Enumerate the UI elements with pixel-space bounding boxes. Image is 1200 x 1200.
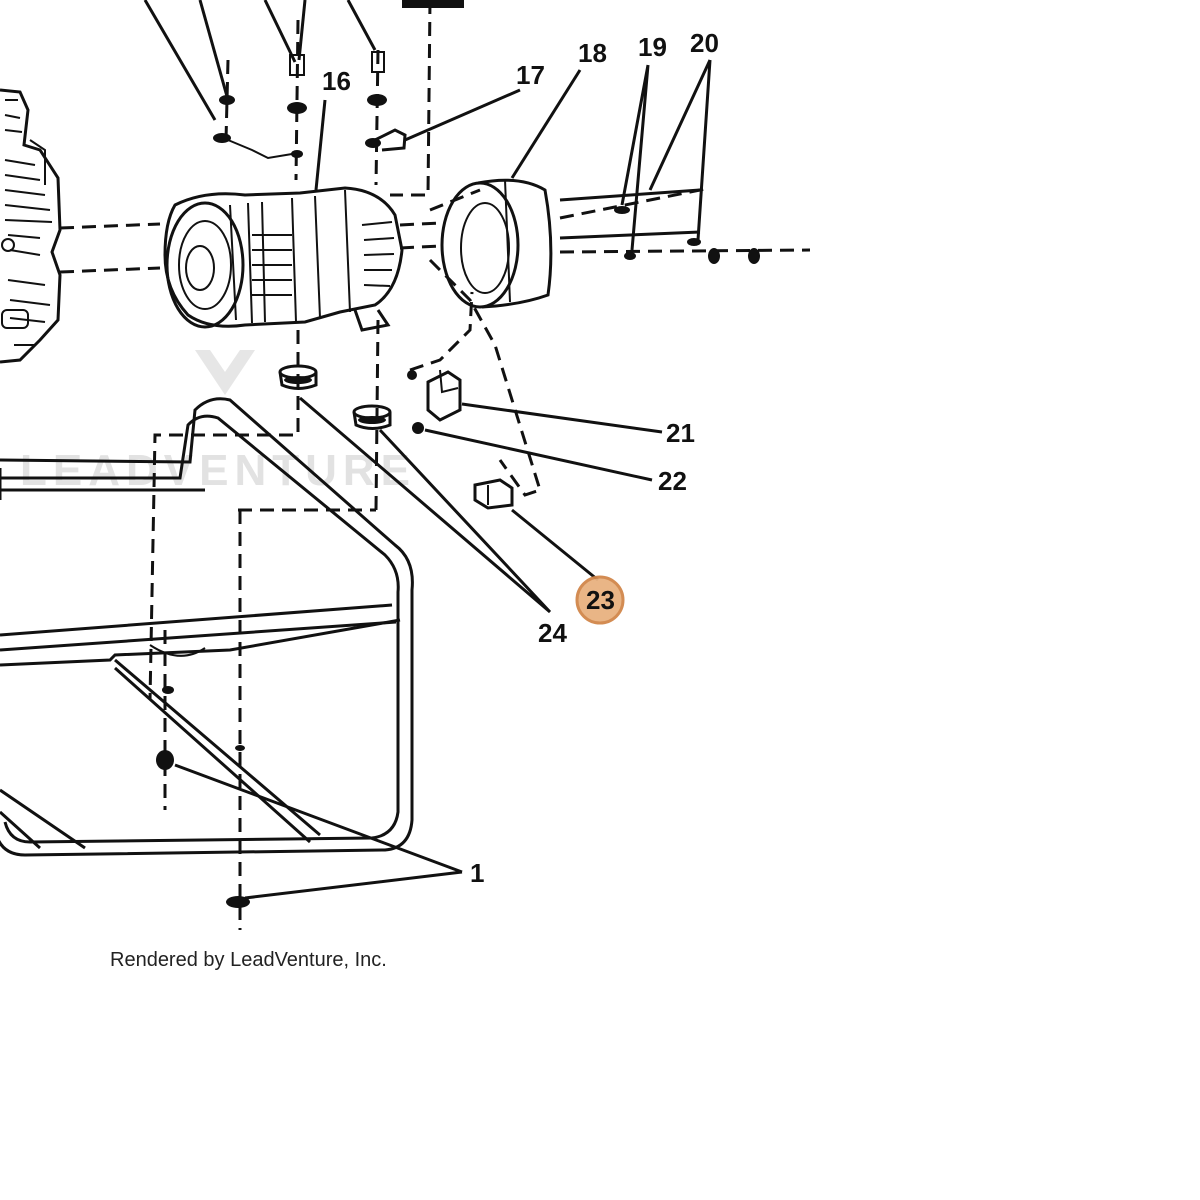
part-label-18[interactable]: 18 bbox=[578, 38, 607, 68]
part-label-19[interactable]: 19 bbox=[638, 32, 667, 62]
part-label-23[interactable]: 23 bbox=[586, 585, 615, 615]
part-23-highlight[interactable] bbox=[575, 575, 625, 625]
isolator-mounts bbox=[148, 319, 392, 701]
part-label-21[interactable]: 21 bbox=[666, 418, 695, 448]
generator-stator bbox=[163, 186, 404, 332]
render-credit: Rendered by LeadVenture, Inc. bbox=[110, 949, 387, 971]
bracket-outline bbox=[428, 188, 542, 497]
fan-shroud bbox=[440, 178, 553, 309]
switch-parts bbox=[407, 369, 514, 510]
right-hardware bbox=[559, 188, 760, 264]
assembly-axis-line bbox=[59, 244, 811, 274]
watermark: LEADVENTURE bbox=[20, 350, 416, 495]
part-label-17[interactable]: 17 bbox=[516, 60, 545, 90]
part-label-16[interactable]: 16 bbox=[322, 66, 351, 96]
leader-lines bbox=[143, 0, 712, 900]
frame bbox=[0, 397, 414, 930]
part-label-1[interactable]: 1 bbox=[470, 858, 484, 888]
bracket-outline-2 bbox=[409, 291, 474, 372]
part-label-20[interactable]: 20 bbox=[690, 28, 719, 58]
top-hardware bbox=[213, 0, 464, 197]
engine-block bbox=[0, 88, 62, 364]
watermark-text: LEADVENTURE bbox=[20, 446, 416, 495]
part-label-24[interactable]: 24 bbox=[538, 618, 567, 648]
part-labels: 16 17 18 19 20 21 22 23 24 1 bbox=[322, 28, 719, 888]
part-label-22[interactable]: 22 bbox=[658, 466, 687, 496]
